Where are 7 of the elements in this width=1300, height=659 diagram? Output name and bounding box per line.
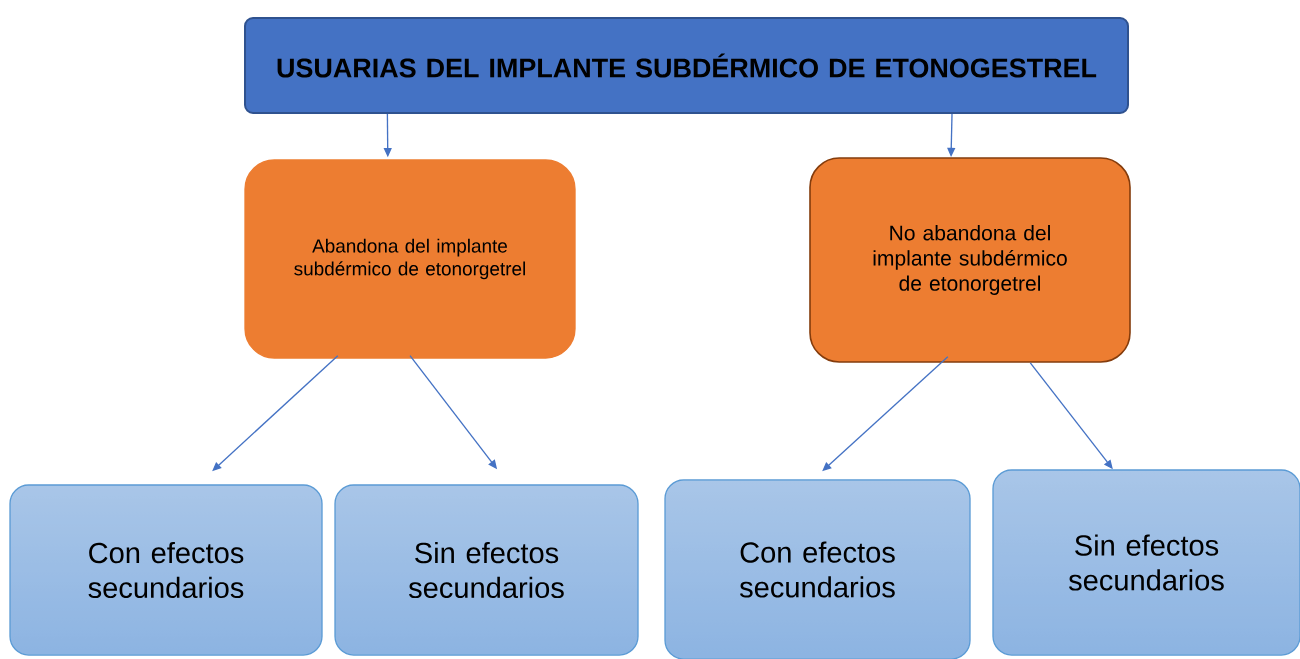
- category-box: No abandona del implante subdérmico de etonorgetrel: [809, 157, 1131, 363]
- outcome-box: Sin efectos secundarios: [334, 484, 639, 656]
- outcome-box: Sin efectos secundarios: [992, 469, 1300, 656]
- category-box: Abandona del implante subdérmico de etonorgetrel: [244, 159, 576, 359]
- outcome-box: Con efectos secundarios: [664, 479, 971, 659]
- outcome-box: Con efectos secundarios: [9, 484, 323, 656]
- title-box: USUARIAS DEL IMPLANTE SUBDÉRMICO DE ETONOGESTREL: [244, 17, 1129, 114]
